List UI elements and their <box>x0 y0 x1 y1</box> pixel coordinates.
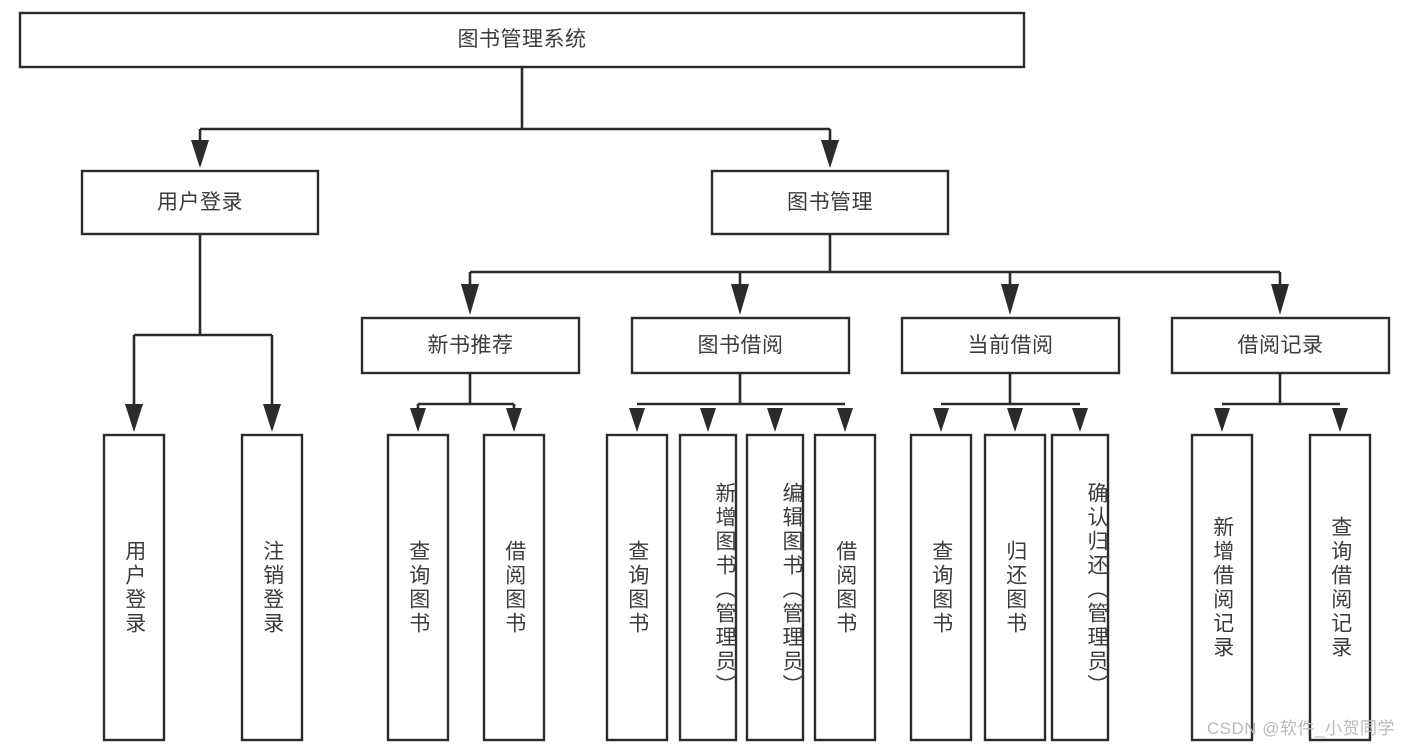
node-box-leaf-query-book-2[interactable] <box>605 433 669 742</box>
arrow-head-book-borrow <box>731 284 749 315</box>
connector-book-manage-to-children <box>461 234 1289 315</box>
node-box-leaf-user-login[interactable] <box>102 433 166 742</box>
arrow-head-leaf-return-book <box>1007 408 1023 432</box>
node-box-layer <box>18 11 1391 742</box>
arrow-head-leaf-user-login <box>125 404 143 432</box>
connector-root-to-level2 <box>191 67 839 168</box>
arrow-head-leaf-add-record <box>1214 408 1230 432</box>
arrow-head-new-book-recommend <box>461 284 479 315</box>
node-box-root[interactable] <box>18 11 1026 69</box>
node-box-leaf-borrow-book-1[interactable] <box>482 433 546 742</box>
watermark: CSDN @软件_小贺同学 <box>1206 719 1395 738</box>
arrow-head-leaf-query-record <box>1332 408 1348 432</box>
arrow-head-leaf-borrow-book-2 <box>837 408 853 432</box>
node-box-borrow-record[interactable] <box>1170 316 1391 375</box>
arrow-head-leaf-edit-book <box>767 408 783 432</box>
node-box-leaf-add-record[interactable] <box>1190 433 1254 742</box>
node-box-leaf-logout[interactable] <box>240 433 304 742</box>
arrow-head-leaf-logout <box>263 404 281 432</box>
node-box-leaf-confirm-return[interactable] <box>1050 433 1110 742</box>
connector-borrow-record-to-leaves <box>1214 373 1348 432</box>
node-box-new-book-recommend[interactable] <box>360 316 581 375</box>
node-box-leaf-edit-book[interactable] <box>745 433 805 742</box>
arrow-head-leaf-query-book-2 <box>629 408 645 432</box>
node-box-leaf-return-book[interactable] <box>983 433 1047 742</box>
node-box-leaf-borrow-book-2[interactable] <box>813 433 877 742</box>
arrow-head-leaf-borrow-book-1 <box>506 408 522 432</box>
connector-book-borrow-to-leaves <box>629 373 853 432</box>
node-box-book-borrow[interactable] <box>630 316 851 375</box>
arrow-head-leaf-query-book-3 <box>933 408 949 432</box>
node-box-user-login[interactable] <box>80 169 320 236</box>
node-box-leaf-add-book[interactable] <box>678 433 738 742</box>
node-box-leaf-query-record[interactable] <box>1308 433 1372 742</box>
connector-current-borrow-to-leaves <box>933 373 1088 432</box>
arrow-head-leaf-confirm-return <box>1072 408 1088 432</box>
arrow-head-current-borrow <box>1001 284 1019 315</box>
node-box-current-borrow[interactable] <box>900 316 1121 375</box>
node-box-leaf-query-book-1[interactable] <box>386 433 450 742</box>
node-box-leaf-query-book-3[interactable] <box>909 433 973 742</box>
arrow-head-leaf-query-book-1 <box>410 408 426 432</box>
arrow-head-book-manage <box>821 140 839 168</box>
arrow-head-user-login <box>191 140 209 168</box>
connector-new-book-to-leaves <box>410 373 522 432</box>
arrow-head-borrow-record <box>1271 284 1289 315</box>
connector-user-login-to-leaves <box>125 234 281 432</box>
arrow-head-leaf-add-book <box>700 408 716 432</box>
node-box-book-manage[interactable] <box>710 169 950 236</box>
